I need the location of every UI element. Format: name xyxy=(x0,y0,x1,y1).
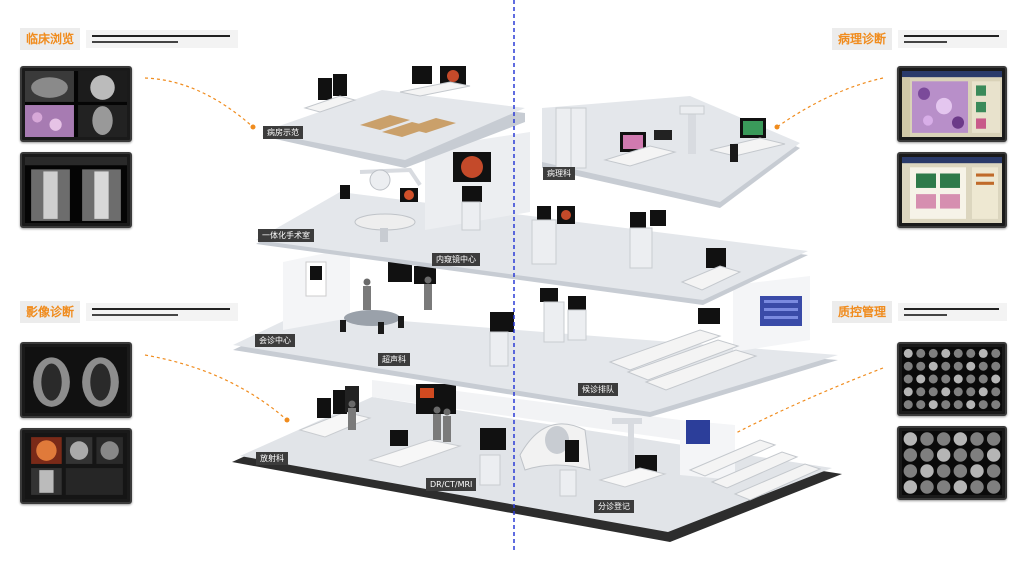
pathology-section-title: 病理诊断 xyxy=(832,28,893,50)
clinical-section-title: 临床浏览 xyxy=(20,28,81,50)
pathology-section-header: 病理诊断 xyxy=(832,28,1007,50)
room-label-queue: 候诊排队 xyxy=(578,383,618,396)
room-label-ctmri: DR/CT/MRI xyxy=(426,478,477,491)
quality-monitor-top xyxy=(897,342,1007,416)
pathology-connector-line xyxy=(776,77,884,128)
pathology-monitor-bottom xyxy=(897,152,1007,228)
ground-floor xyxy=(232,380,842,542)
clinical-monitor-bottom xyxy=(20,152,132,228)
room-label-ultrasound: 超声科 xyxy=(378,353,410,366)
pathology-slide-image xyxy=(902,71,1002,137)
top-floor xyxy=(262,66,800,208)
header-lines xyxy=(898,303,1007,321)
pathology-report-image xyxy=(902,157,1002,219)
quality-grid-image-2 xyxy=(902,431,1002,495)
imaging-monitor-top xyxy=(20,342,132,418)
second-floor xyxy=(233,248,838,417)
imaging-section-header: 影像诊断 xyxy=(20,301,238,323)
header-lines xyxy=(86,303,238,321)
imaging-monitor-bottom xyxy=(20,428,132,504)
pathology-connector-dot xyxy=(774,124,780,130)
clinical-connector-line xyxy=(144,77,254,128)
third-floor xyxy=(256,132,808,305)
quality-connector-line xyxy=(731,367,884,436)
room-label-pathology: 病理科 xyxy=(543,167,575,180)
xray-screen-image xyxy=(25,157,127,221)
room-label-radiology: 放射科 xyxy=(256,452,288,465)
clinical-section-header: 临床浏览 xyxy=(20,28,238,50)
imaging-connector-dot xyxy=(284,417,290,423)
imaging-connector-line xyxy=(144,354,288,421)
ct-screen-image xyxy=(25,433,127,499)
quality-monitor-bottom xyxy=(897,426,1007,500)
quality-section-title: 质控管理 xyxy=(832,301,893,323)
header-lines xyxy=(86,30,238,48)
imaging-section-title: 影像诊断 xyxy=(20,301,81,323)
chest-xray-image xyxy=(25,347,127,413)
clinical-monitor-top xyxy=(20,66,132,142)
clinical-connector-dot xyxy=(250,124,256,130)
clinical-screen-image xyxy=(25,71,127,137)
quality-grid-image-1 xyxy=(902,347,1002,411)
quality-section-header: 质控管理 xyxy=(832,301,1007,323)
room-label-surgery: 一体化手术室 xyxy=(258,229,314,242)
room-label-endoscopy: 内窥镜中心 xyxy=(432,253,480,266)
room-label-consult: 会诊中心 xyxy=(255,334,295,347)
room-label-registration: 分诊登记 xyxy=(594,500,634,513)
room-label-ward: 病房示范 xyxy=(263,126,303,139)
pathology-monitor-top xyxy=(897,66,1007,142)
header-lines xyxy=(898,30,1007,48)
